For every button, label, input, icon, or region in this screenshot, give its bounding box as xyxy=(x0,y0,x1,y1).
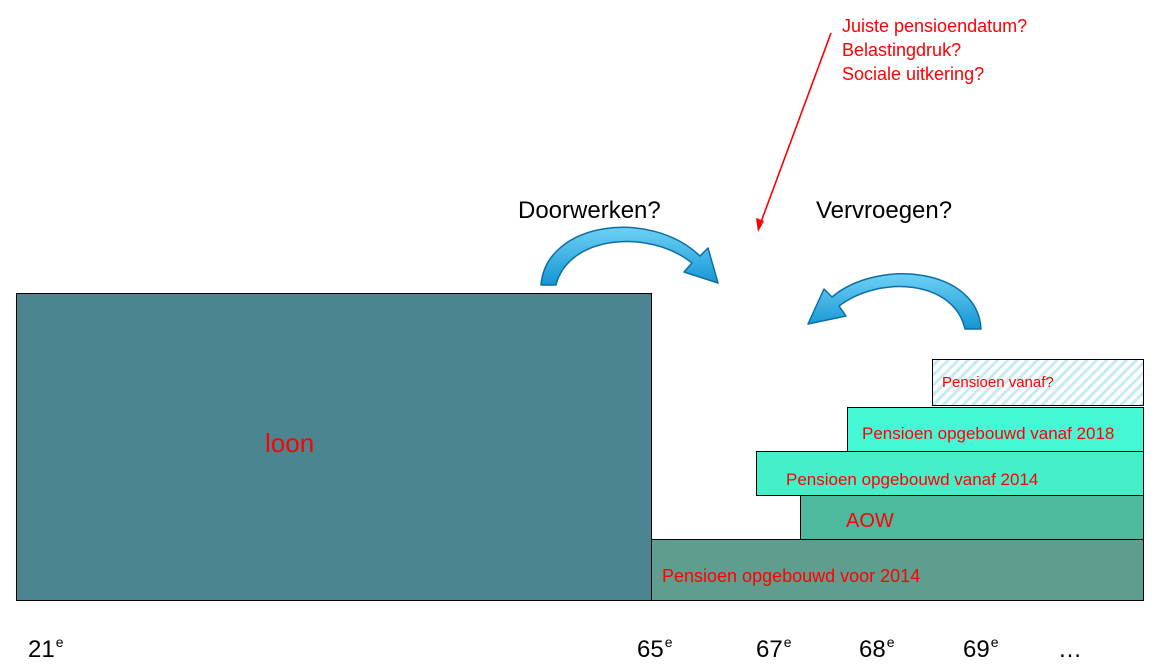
question-item: Sociale uitkering? xyxy=(842,64,985,84)
aow-label: AOW xyxy=(846,510,894,532)
loon-block xyxy=(16,293,652,601)
doorwerken-label: Doorwerken? xyxy=(518,197,661,224)
age-69-label: 69e xyxy=(963,634,999,663)
question-list: Juiste pensioendatum? Belastingdruk? Soc… xyxy=(842,14,1027,86)
question-item: Juiste pensioendatum? xyxy=(842,16,1028,36)
pensioen-voor-2014-block xyxy=(651,539,1144,601)
vervroegen-label: Vervroegen? xyxy=(816,197,953,224)
aow-block xyxy=(800,495,1144,540)
age-65-label: 65e xyxy=(637,634,673,663)
pensioen-vanaf-2018-label: Pensioen opgebouwd vanaf 2018 xyxy=(862,424,1115,443)
age-21-label: 21e xyxy=(28,634,64,663)
question-pointer-arrow-icon xyxy=(756,32,832,232)
age-68-label: 68e xyxy=(859,634,895,663)
doorwerken-arrow-icon xyxy=(540,226,719,286)
pensioen-vanaf-2018-block xyxy=(847,407,1144,452)
question-item: Belastingdruk? xyxy=(842,40,962,60)
pensioen-vanaf-block xyxy=(932,359,1144,406)
vervroegen-arrow-icon xyxy=(807,273,982,330)
pensioen-voor-2014-label: Pensioen opgebouwd voor 2014 xyxy=(662,566,921,586)
pensioen-vanaf-2014-block xyxy=(756,451,1144,496)
pensioen-vanaf-2014-label: Pensioen opgebouwd vanaf 2014 xyxy=(786,470,1039,489)
age-67-label: 67e xyxy=(756,634,792,663)
ages-more-ellipsis: … xyxy=(1058,636,1082,663)
pensioen-vanaf-label: Pensioen vanaf? xyxy=(942,374,1054,391)
loon-label: loon xyxy=(265,428,315,458)
